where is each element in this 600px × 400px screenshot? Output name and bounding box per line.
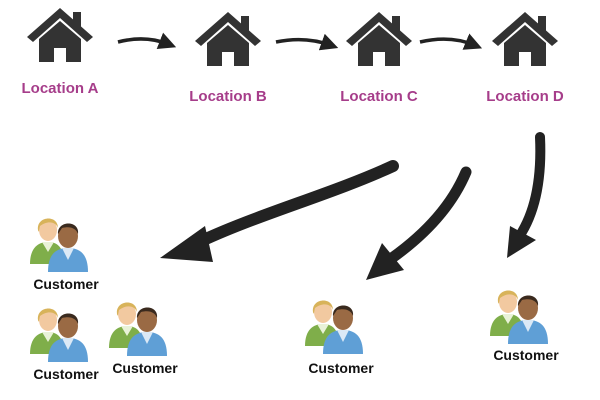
customer-label: Customer xyxy=(112,360,178,376)
arrow-d-to-customer-right xyxy=(507,132,546,258)
arrow-b-to-c xyxy=(275,33,339,51)
arrow-d-to-customer-group xyxy=(160,160,399,262)
customers-icon xyxy=(105,292,169,356)
house-icon xyxy=(195,12,261,66)
location-label: Location A xyxy=(21,80,99,97)
arrow-a-to-b xyxy=(117,32,177,49)
house-icon xyxy=(492,12,558,66)
customer-label: Customer xyxy=(33,276,99,292)
location-label: Location D xyxy=(486,88,564,105)
house-icon xyxy=(27,8,93,62)
customer-label: Customer xyxy=(493,347,559,363)
customer-label: Customer xyxy=(308,360,374,376)
customers-icon xyxy=(301,290,365,354)
customers-icon xyxy=(486,280,550,344)
customers-icon xyxy=(26,208,90,272)
customers-icon xyxy=(26,298,90,362)
house-icon xyxy=(346,12,412,66)
location-label: Location C xyxy=(340,88,418,105)
location-label: Location B xyxy=(189,88,267,105)
arrow-c-to-d xyxy=(419,33,483,50)
customer-label: Customer xyxy=(33,366,99,382)
arrow-d-to-customer-middle xyxy=(366,166,472,280)
